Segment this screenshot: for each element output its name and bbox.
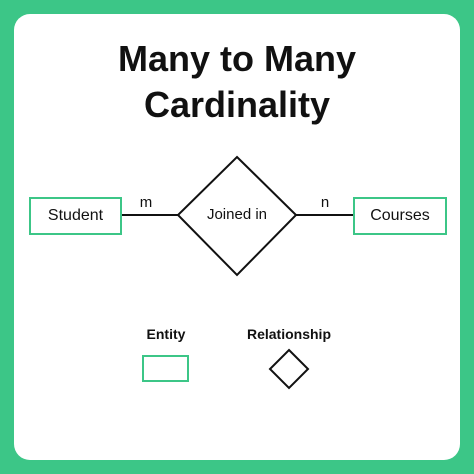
entity-courses: Courses: [353, 197, 447, 235]
right-cardinality: n: [320, 194, 330, 211]
relationship-diamond: [176, 155, 298, 277]
title-line-2: Cardinality: [143, 84, 331, 125]
legend-entity-label: Entity: [146, 326, 186, 342]
page-title: Many to Many Cardinality: [0, 36, 474, 128]
title-line-1: Many to Many: [117, 38, 357, 79]
left-cardinality: m: [139, 194, 153, 211]
entity-student: Student: [29, 197, 122, 235]
legend-entity-box: [142, 355, 189, 382]
legend-relationship-diamond: [268, 348, 310, 390]
entity-courses-label: Courses: [370, 207, 430, 224]
legend-relationship-label: Relationship: [246, 326, 331, 342]
entity-student-label: Student: [47, 207, 104, 224]
relationship-label: Joined in: [206, 206, 268, 223]
